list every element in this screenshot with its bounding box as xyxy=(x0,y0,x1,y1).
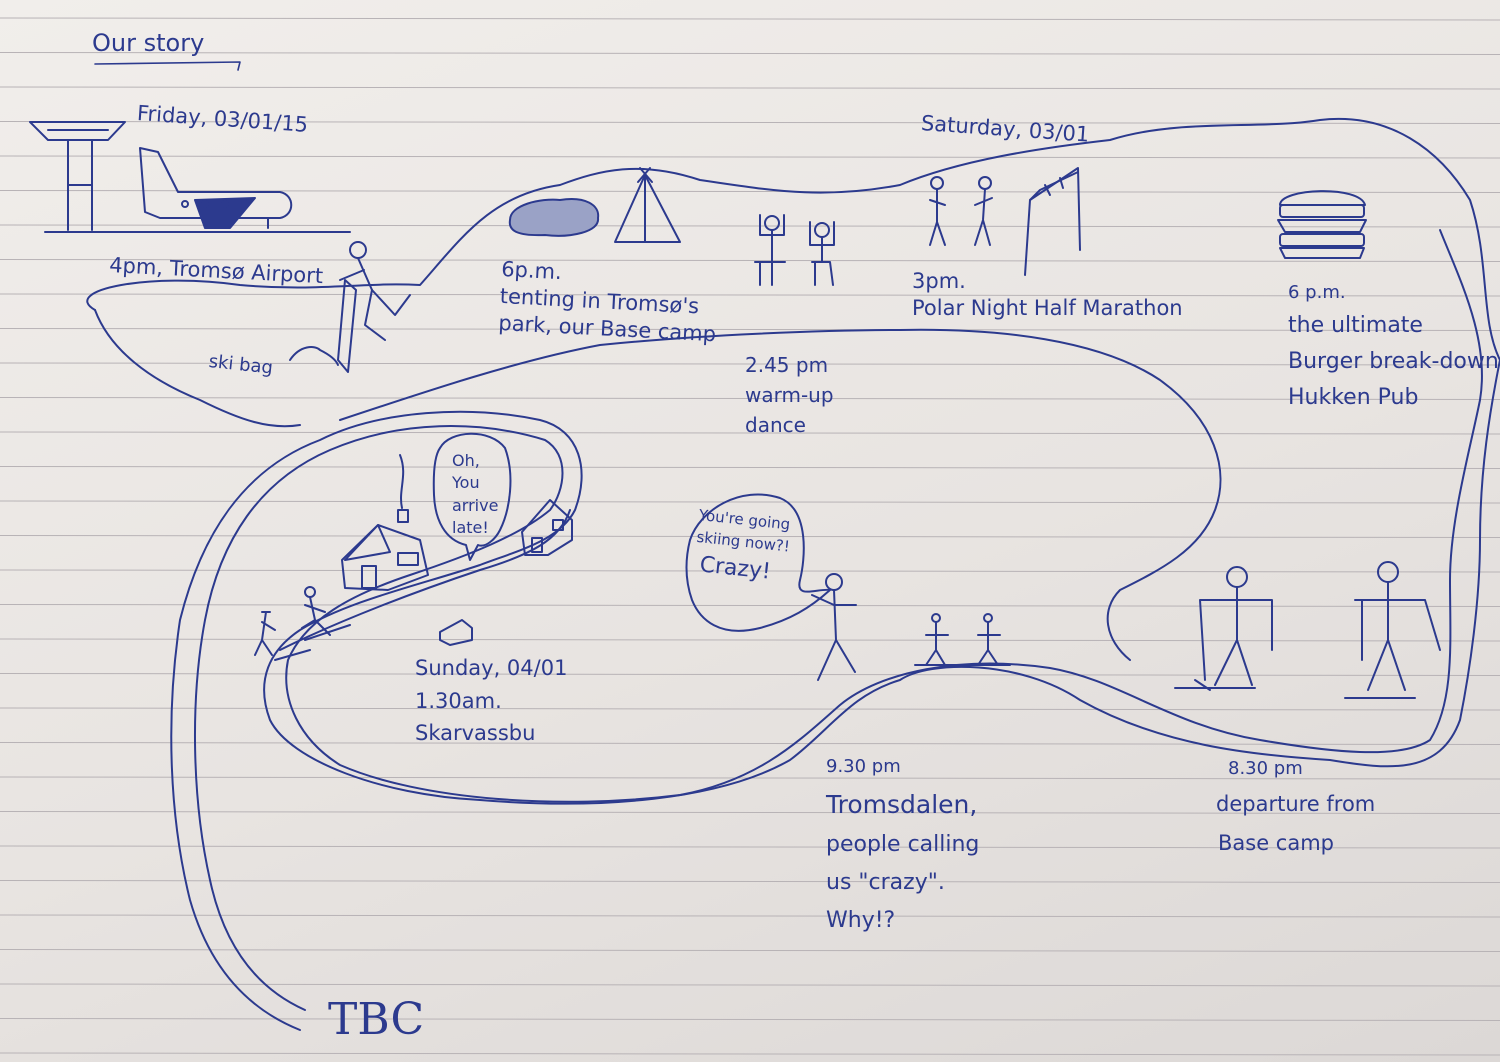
ruled-line xyxy=(0,845,1500,849)
ruled-line xyxy=(0,673,1500,676)
tromsdalen-line2: people calling xyxy=(826,831,980,857)
tent-icon xyxy=(614,167,681,243)
ruled-line xyxy=(0,535,1500,538)
ruled-line xyxy=(0,1018,1500,1021)
title-underline xyxy=(94,61,241,71)
skiers-hut-figure xyxy=(254,586,351,661)
warmup-note: 2.45 pm warm-up dance xyxy=(745,350,834,440)
ruled-line xyxy=(0,259,1500,262)
ruled-line xyxy=(0,1052,1500,1056)
ruled-line xyxy=(0,17,1500,21)
departure-note: 8.30 pm departure from Base camp xyxy=(1216,752,1375,863)
house-large-icon xyxy=(341,454,429,591)
bubble-cabin-line4: late! xyxy=(452,518,489,538)
skarvassbu-date: Sunday, 04/01 xyxy=(415,656,568,680)
speaking-person-figure xyxy=(811,573,857,681)
ruled-line xyxy=(0,811,1500,814)
bubble-crazy-outline xyxy=(685,493,831,632)
trail-outline-inner xyxy=(194,229,1483,1011)
tbc-label: TBC xyxy=(328,994,425,1045)
warmup-line2: dance xyxy=(745,413,806,437)
bubble-cabin-text: Oh, You arrive late! xyxy=(452,450,498,540)
ruled-line xyxy=(0,500,1500,504)
ruled-line xyxy=(0,638,1500,642)
house-small-icon xyxy=(521,499,573,556)
warmup-time: 2.45 pm xyxy=(745,353,829,377)
departure-time: 8.30 pm xyxy=(1228,758,1303,779)
ruled-line xyxy=(0,604,1500,607)
marathon-time: 3pm. xyxy=(912,269,966,293)
burger-time: 6 p.m. xyxy=(1288,282,1346,303)
ruled-line xyxy=(0,397,1500,400)
marathon-title: Polar Night Half Marathon xyxy=(912,295,1183,320)
traveler-figure xyxy=(289,241,411,373)
ruled-line xyxy=(0,949,1500,952)
ruled-line xyxy=(0,293,1500,297)
bubble-cabin-line2: You xyxy=(452,473,480,493)
ruled-line xyxy=(0,328,1500,331)
bubble-cabin-line3: arrive xyxy=(452,495,499,515)
ruled-line xyxy=(0,52,1500,55)
tromsdalen-note: 9.30 pm Tromsdalen, people calling us "c… xyxy=(826,752,979,939)
ruled-line xyxy=(0,466,1500,469)
ruled-line xyxy=(0,914,1500,918)
ruled-line xyxy=(0,742,1500,745)
burger-note: 6 p.m. the ultimate Burger break-down, H… xyxy=(1288,278,1500,417)
ruled-line xyxy=(0,190,1500,193)
warmup-line1: warm-up xyxy=(745,383,834,407)
ruled-line xyxy=(0,362,1500,366)
tromsdalen-line3: us "crazy". xyxy=(826,869,945,895)
ruled-line xyxy=(0,86,1500,90)
ruled-line xyxy=(0,569,1500,573)
dancers-figure xyxy=(754,214,835,286)
bubble-cabin-line1: Oh, xyxy=(452,451,480,470)
tromsdalen-line4: Why!? xyxy=(826,907,896,933)
control-tower-icon xyxy=(29,121,351,233)
runners-figure xyxy=(929,176,993,246)
departure-line2: Base camp xyxy=(1218,831,1335,856)
road-line xyxy=(279,509,571,651)
burger-icon xyxy=(1277,190,1367,259)
ruled-line xyxy=(0,707,1500,711)
ruled-line xyxy=(0,880,1500,883)
skarvassbu-note: Sunday, 04/01 1.30am. Skarvassbu xyxy=(415,652,567,750)
bubble-cabin-outline xyxy=(432,432,512,561)
cloud-icon xyxy=(508,198,600,237)
ruled-line xyxy=(0,431,1500,435)
burger-line2: Burger break-down, xyxy=(1288,348,1500,374)
tromsdalen-time: 9.30 pm xyxy=(826,756,901,777)
ruled-line xyxy=(0,224,1500,228)
bubble-crazy-text: You're going skiing now?! Crazy! xyxy=(692,505,793,590)
tenting-note: 6p.m. tenting in Tromsø's park, our Base… xyxy=(498,256,720,348)
skarvassbu-time: 1.30am. xyxy=(415,688,502,713)
tromsdalen-line1: Tromsdalen, xyxy=(826,789,978,819)
trail-outline xyxy=(86,117,1500,1031)
trail-inner-loop xyxy=(339,328,1222,661)
marathon-note: 3pm. Polar Night Half Marathon xyxy=(912,268,1183,322)
tiny-skiers-figure xyxy=(914,613,1011,666)
ruled-line xyxy=(0,121,1500,124)
skarvassbu-place: Skarvassbu xyxy=(415,721,536,746)
hill-line xyxy=(94,309,301,428)
ruled-line xyxy=(0,155,1500,159)
finish-line-icon xyxy=(1024,167,1081,276)
airplane-icon xyxy=(139,147,293,229)
burger-line3: Hukken Pub xyxy=(1288,385,1419,411)
skiers-departure-figure xyxy=(1174,561,1441,699)
departure-line1: departure from xyxy=(1216,792,1376,817)
page-title: Our story xyxy=(92,29,205,57)
burger-line1: the ultimate xyxy=(1288,312,1423,338)
house-tiny-icon xyxy=(439,619,473,646)
ruled-line xyxy=(0,983,1500,987)
